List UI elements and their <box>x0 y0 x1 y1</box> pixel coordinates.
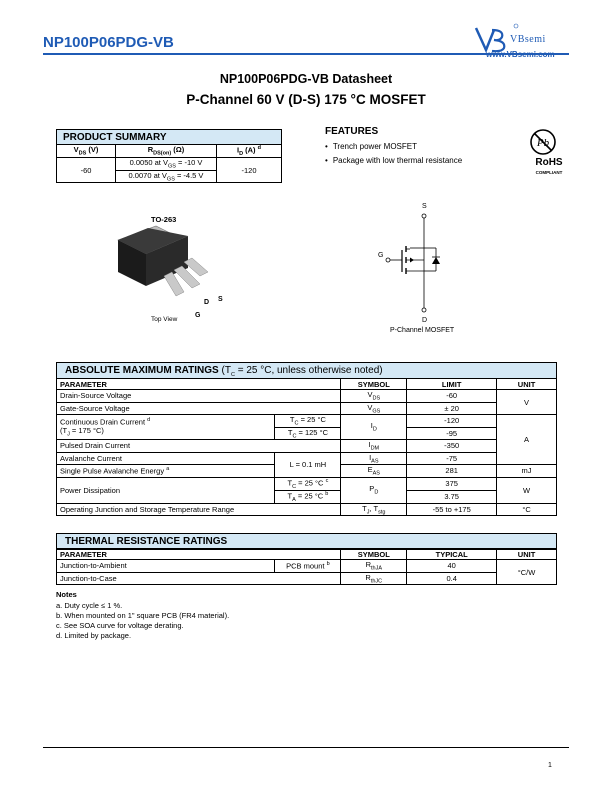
amr-pd-cond-2: TA = 25 °C b <box>274 489 342 504</box>
amr-pd-symbol: PD <box>340 476 408 504</box>
thermal-ja-cond: PCB mount b <box>274 559 342 573</box>
lead-free-icon: Pb <box>530 129 556 155</box>
amr-id-param: Continuous Drain Current d(TJ = 175 °C) <box>55 414 276 440</box>
amr-pd-param: Power Dissipation <box>55 476 276 504</box>
amr-tj-symbol: TJ, Tstg <box>340 502 408 516</box>
thermal-jc-symbol: RthJC <box>340 571 408 585</box>
ps-vds-value: -60 <box>56 157 116 183</box>
amr-header-limit: LIMIT <box>406 378 498 390</box>
amr-power-unit: W <box>496 476 557 504</box>
thermal-jc-value: 0.4 <box>406 571 498 585</box>
feature-item: Trench power MOSFET <box>325 142 417 151</box>
footer-rule <box>43 747 569 748</box>
thermal-header-typical: TYPICAL <box>406 548 498 560</box>
thermal-jc-param: Junction-to-Case <box>55 571 342 585</box>
amr-idm-param: Pulsed Drain Current <box>55 439 342 453</box>
note-item: d. Limited by package. <box>56 631 132 640</box>
amr-table: PARAMETER SYMBOL LIMIT UNIT Drain-Source… <box>55 378 557 516</box>
note-item: c. See SOA curve for voltage derating. <box>56 621 184 630</box>
ps-id-value: -120 <box>216 157 282 183</box>
amr-header-unit: UNIT <box>496 378 557 390</box>
to263-package-drawing: D S G <box>117 225 223 306</box>
amr-header-symbol: SYMBOL <box>340 378 408 390</box>
amr-id-cond-1: TC = 25 °C <box>274 414 342 428</box>
symbol-label-g: G <box>378 252 383 259</box>
rohs-compliant-label: COMPLIANT <box>535 170 563 175</box>
thermal-ja-param: Junction-to-Ambient <box>55 559 276 573</box>
notes-title: Notes <box>56 590 77 599</box>
amr-id-limit-1: -120 <box>406 414 498 428</box>
amr-voltage-unit: V <box>496 389 557 415</box>
datasheet-subtitle: P-Channel 60 V (D-S) 175 °C MOSFET <box>186 92 426 107</box>
amr-pd-cond-1: TC = 25 °C c <box>274 476 342 491</box>
amr-vgs-limit: ± 20 <box>406 401 498 415</box>
amr-pd-limit-2: 3.75 <box>406 489 498 504</box>
amr-ias-limit: -75 <box>406 451 498 465</box>
amr-inductance-cond: L = 0.1 mH <box>274 451 342 478</box>
amr-header-parameter: PARAMETER <box>55 378 342 390</box>
header-rule <box>43 53 569 55</box>
amr-eas-param: Single Pulse Avalanche Energy a <box>55 464 276 478</box>
product-summary-title: PRODUCT SUMMARY <box>56 129 282 145</box>
top-view-caption: Top View <box>151 316 178 323</box>
datasheet-title: NP100P06PDG-VB Datasheet <box>219 72 393 86</box>
amr-temp-unit: °C <box>496 502 557 516</box>
lead-free-mark: Pb <box>536 137 550 149</box>
ps-header-rds: RDS(on) (Ω) <box>115 144 217 158</box>
rohs-label: RoHS <box>535 157 563 168</box>
amr-id-limit-2: -95 <box>406 426 498 440</box>
amr-energy-unit: mJ <box>496 464 557 478</box>
logo-text: VBsemi <box>510 34 546 45</box>
note-item: b. When mounted on 1" square PCB (FR4 ma… <box>56 611 230 620</box>
amr-vds-param: Drain-Source Voltage <box>55 389 342 403</box>
ps-header-vds: VDS (V) <box>56 144 116 158</box>
amr-current-unit: A <box>496 414 557 465</box>
amr-pd-limit-1: 375 <box>406 476 498 491</box>
pin-label-g: G <box>195 312 201 319</box>
amr-id-symbol: ID <box>340 414 408 440</box>
amr-idm-symbol: IDM <box>340 439 408 453</box>
amr-ias-symbol: IAS <box>340 451 408 465</box>
symbol-label-s: S <box>422 203 427 210</box>
ps-header-id: ID (A) d <box>216 144 282 158</box>
pin-label-s: S <box>218 296 223 303</box>
thermal-unit: °C/W <box>496 559 557 585</box>
amr-eas-limit: 281 <box>406 464 498 478</box>
product-summary-table: VDS (V) RDS(on) (Ω) ID (A) d -60 0.0050 … <box>56 144 282 183</box>
amr-eas-symbol: EAS <box>340 464 408 478</box>
symbol-label-d: D <box>422 317 427 324</box>
amr-vds-symbol: VDS <box>340 389 408 403</box>
amr-vds-limit: -60 <box>406 389 498 403</box>
amr-idm-limit: -350 <box>406 439 498 453</box>
amr-id-cond-2: TC = 125 °C <box>274 426 342 440</box>
symbol-caption: P-Channel MOSFET <box>390 327 455 334</box>
pin-label-d: D <box>204 299 209 306</box>
vbsemi-logo <box>474 23 519 54</box>
amr-vgs-symbol: VGS <box>340 401 408 415</box>
thermal-header-parameter: PARAMETER <box>55 548 342 560</box>
amr-tj-limit: -55 to +175 <box>406 502 498 516</box>
amr-vgs-param: Gate-Source Voltage <box>55 401 342 415</box>
thermal-header-symbol: SYMBOL <box>340 548 408 560</box>
feature-item: Package with low thermal resistance <box>325 156 462 165</box>
amr-tj-param: Operating Junction and Storage Temperatu… <box>55 502 342 516</box>
ps-rds-value-2: 0.0070 at VGS = -4.5 V <box>115 169 217 183</box>
ps-rds-value-1: 0.0050 at VGS = -10 V <box>115 157 217 171</box>
amr-title: ABSOLUTE MAXIMUM RATINGS (TC = 25 °C, un… <box>56 362 557 379</box>
page-number: 1 <box>548 762 552 769</box>
package-name: TO-263 <box>151 215 177 224</box>
note-item: a. Duty cycle ≤ 1 %. <box>56 601 123 610</box>
part-number-header: NP100P06PDG-VB <box>43 34 174 51</box>
thermal-table: PARAMETER SYMBOL TYPICAL UNIT Junction-t… <box>55 548 557 585</box>
thermal-header-unit: UNIT <box>496 548 557 560</box>
features-title: FEATURES <box>325 126 379 137</box>
amr-ias-param: Avalanche Current <box>55 451 276 465</box>
p-channel-mosfet-symbol: S G D <box>378 203 440 324</box>
thermal-ja-symbol: RthJA <box>340 559 408 573</box>
thermal-ja-value: 40 <box>406 559 498 573</box>
